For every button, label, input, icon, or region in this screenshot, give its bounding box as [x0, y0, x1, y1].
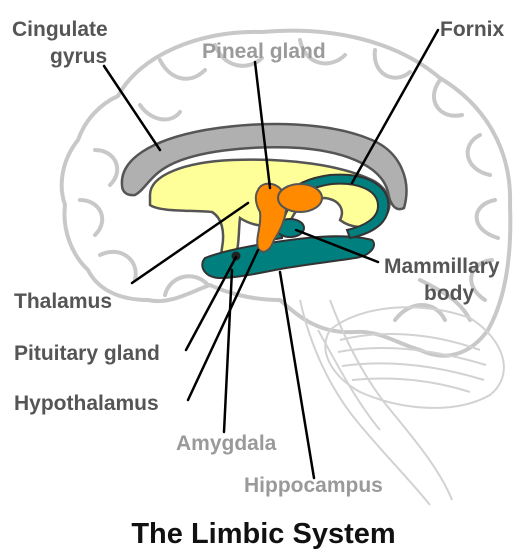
leader-amygdala: [224, 270, 232, 432]
label-pineal-gland: Pineal gland: [202, 40, 326, 64]
leader-hippocampus: [280, 272, 314, 478]
label-thalamus: Thalamus: [14, 290, 112, 314]
cerebellum: [325, 307, 503, 408]
label-pituitary-gland: Pituitary gland: [14, 342, 160, 366]
label-hippocampus: Hippocampus: [244, 474, 383, 498]
label-hypothalamus: Hypothalamus: [14, 392, 159, 416]
label-amygdala: Amygdala: [176, 432, 276, 456]
label-cingulate-gyrus-line2: gyrus: [50, 45, 107, 69]
pineal-gland-shape: [278, 184, 322, 212]
label-fornix: Fornix: [440, 18, 504, 42]
label-cingulate-gyrus-line1: Cingulate: [12, 18, 108, 42]
diagram-title: The Limbic System: [0, 518, 527, 551]
label-mammillary-line1: Mammillary: [384, 255, 500, 279]
label-mammillary-line2: body: [424, 282, 474, 306]
